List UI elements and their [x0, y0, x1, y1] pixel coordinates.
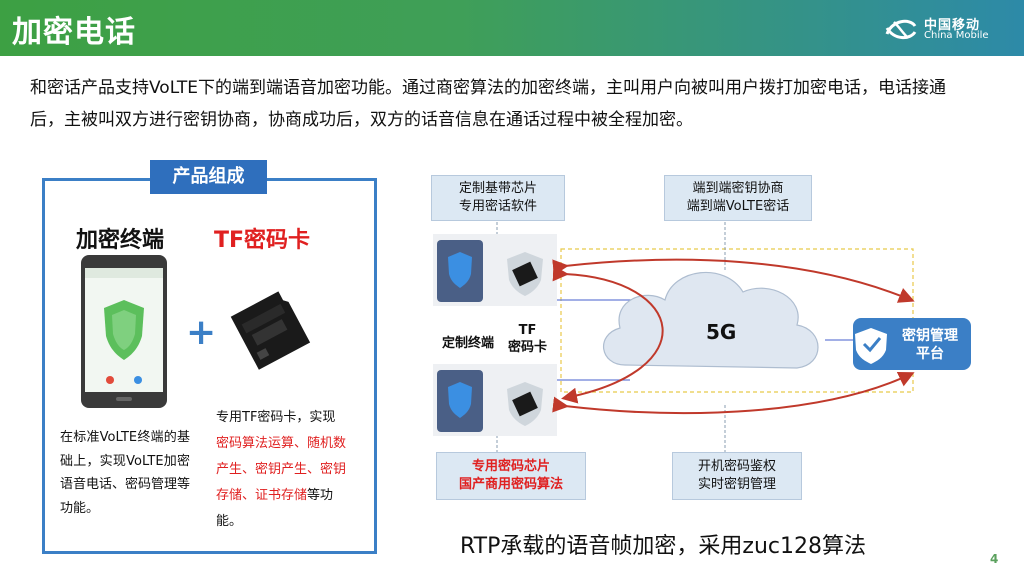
product-composition-tag: 产品组成: [150, 160, 267, 194]
crypto-chip-line1: 专用密码芯片: [471, 459, 550, 474]
tf-chip-top: [512, 261, 538, 287]
boot-auth-line1: 开机密码鉴权: [697, 459, 776, 474]
tf-desc-prefix: 专用TF密码卡，实现: [216, 410, 336, 425]
terminal-description: 在标准VoLTE终端的基础上，实现VoLTE加密语音电话、密码管理等功能。: [60, 430, 191, 516]
baseband-box: 定制基带芯片 专用密话软件: [431, 175, 565, 221]
boot-auth-line2: 实时密钥管理: [697, 477, 776, 492]
custom-terminal-label: 定制终端: [442, 336, 495, 351]
page-number: 4: [990, 552, 999, 566]
shield-icon-bottom: [448, 382, 472, 418]
arrow-top: [552, 258, 915, 303]
kms-shield-icon: [855, 328, 887, 364]
kms-box: [853, 318, 971, 370]
plus-sign: +: [186, 312, 217, 353]
tf-card-label: TF密码卡: [214, 228, 311, 253]
arrow-bottom: [552, 371, 915, 415]
phone-image: [81, 255, 167, 408]
kms-label: 密钥管理 平台: [894, 327, 966, 363]
intro-paragraph: 和密话产品支持VoLTE下的端到端语音加密功能。通过商密算法的加密终端，主叫用户…: [30, 78, 946, 130]
page-title: 加密电话: [12, 15, 136, 50]
crypto-chip-box: 专用密码芯片 国产商用密码算法: [436, 452, 586, 500]
tf-label-line2: 密码卡: [508, 340, 548, 355]
kms-line2: 平台: [916, 346, 944, 362]
logo-english-text: China Mobile: [924, 30, 989, 41]
diagram-caption: RTP承载的语音帧加密，采用zuc128算法: [460, 534, 866, 559]
tf-chip-bottom: [512, 391, 538, 417]
baseband-line1: 定制基带芯片: [458, 181, 537, 196]
china-mobile-logo-icon: [885, 19, 917, 39]
shield-icon-top: [448, 252, 472, 288]
key-negotiation-box: 端到端密钥协商 端到端VoLTE密话: [664, 175, 812, 221]
boot-auth-box: 开机密码鉴权 实时密钥管理: [672, 452, 802, 500]
baseband-line2: 专用密话软件: [458, 199, 537, 214]
kms-line1: 密钥管理: [902, 328, 958, 344]
kms-shield-check: [862, 337, 882, 353]
network-diagram: [433, 222, 971, 452]
tf-desc-highlight: 密码算法运算、随机数产生、密钥产生、密钥存储、证书存储: [216, 436, 347, 503]
china-mobile-logo: 中国移动 China Mobile: [884, 12, 1000, 46]
logo-chinese-text: 中国移动: [924, 18, 981, 33]
tf-label-line1: TF: [518, 323, 537, 338]
encrypted-terminal-label: 加密终端: [76, 228, 165, 253]
tf-card-image: [230, 291, 311, 370]
tf-card-description: 专用TF密码卡，实现密码算法运算、随机数产生、密钥产生、密钥存储、证书存储等功能…: [216, 405, 346, 535]
header-banner: 加密电话 中国移动 China Mobile: [0, 0, 1024, 56]
tf-card-diagram-label: TF 密码卡: [508, 322, 547, 356]
tf-desc-suffix: 等功能。: [216, 488, 334, 529]
key-negotiation-line1: 端到端密钥协商: [692, 181, 784, 196]
5g-label: 5G: [706, 320, 737, 344]
crypto-chip-line2: 国产商用密码算法: [458, 477, 563, 492]
key-negotiation-line2: 端到端VoLTE密话: [686, 199, 790, 214]
